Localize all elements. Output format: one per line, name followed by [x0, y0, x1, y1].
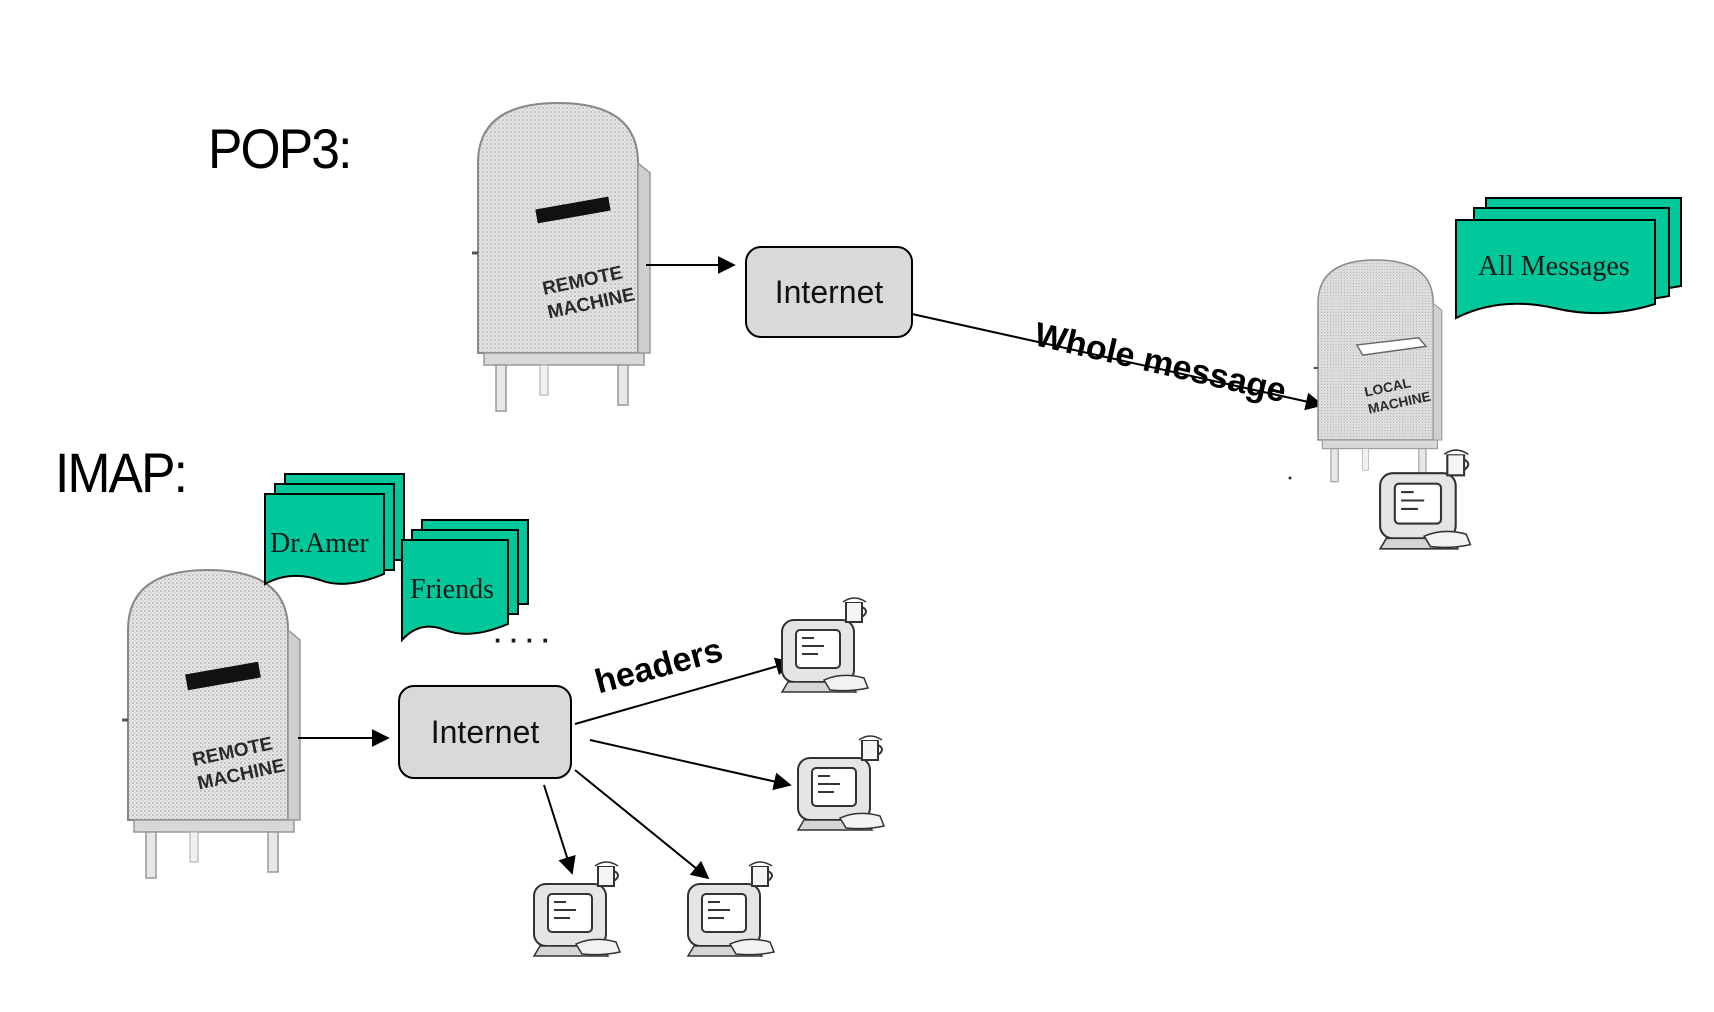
imap-folder-dramer	[264, 473, 405, 586]
imap-client-computer-icon-4	[687, 861, 775, 957]
pop3-all-messages-label: All Messages	[1478, 251, 1630, 282]
imap-internet-box: Internet	[398, 685, 572, 779]
pop3-remote-mailbox: REMOTE MACHINE	[470, 101, 652, 413]
imap-folder-friends	[401, 519, 529, 643]
imap-arrow-to-client-4	[574, 769, 710, 880]
pop3-stray-dot	[1288, 476, 1292, 480]
imap-arrow-to-client-2	[589, 739, 792, 791]
imap-heading: IMAP:	[55, 441, 188, 504]
imap-more-folders-ellipsis: · · · ·	[494, 625, 551, 655]
imap-arrow-to-client-3	[543, 784, 576, 875]
imap-client-computer-icon-3	[533, 861, 621, 957]
pop3-all-messages-doc	[1455, 197, 1682, 320]
imap-folder-friends-label: Friends	[410, 574, 494, 605]
imap-client-computer-icon-2	[797, 735, 885, 831]
imap-remote-mailbox: REMOTE MACHINE	[120, 568, 302, 880]
pop3-local-mailbox: LOCAL MACHINE	[1312, 258, 1443, 483]
pop3-arrow-internet-to-local	[911, 313, 1324, 411]
pop3-internet-box: Internet	[745, 246, 913, 338]
imap-folder-dramer-label: Dr.Amer	[270, 528, 369, 559]
imap-client-computer-icon-1	[781, 597, 869, 693]
imap-arrow-to-client-1	[574, 657, 794, 725]
pop3-heading: POP3:	[208, 117, 352, 180]
